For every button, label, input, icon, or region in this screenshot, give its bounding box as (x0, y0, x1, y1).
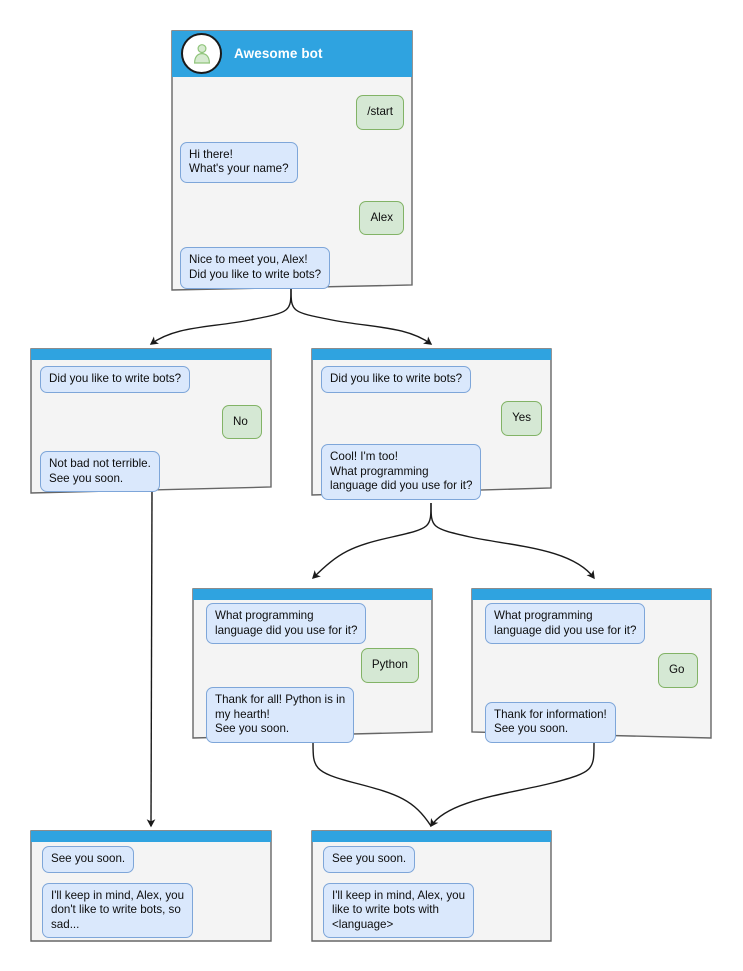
edge-python-to-end-happy (312, 741, 432, 827)
chat-row: /start (180, 95, 404, 130)
chat-row: See you soon. (323, 846, 542, 873)
node-go-branch[interactable]: What programming language did you use fo… (471, 588, 712, 743)
bot-message-bubble[interactable]: What programming language did you use fo… (206, 603, 367, 645)
chat-row: See you soon. (42, 846, 262, 873)
chat-row: Did you like to write bots? (40, 366, 262, 393)
node-python-branch[interactable]: What programming language did you use fo… (192, 588, 433, 743)
node-end-happy[interactable]: See you soon. I'll keep in mind, Alex, y… (311, 830, 552, 942)
chat-row: I'll keep in mind, Alex, you like to wri… (323, 882, 542, 939)
bot-message-bubble[interactable]: Did you like to write bots? (321, 366, 472, 393)
user-message-bubble[interactable]: Go (658, 653, 698, 688)
person-avatar-icon (181, 32, 222, 74)
user-message-bubble[interactable]: No (222, 404, 262, 440)
bot-message-bubble[interactable]: Did you like to write bots? (40, 366, 191, 393)
node-no-branch[interactable]: Did you like to write bots? No Not bad n… (30, 348, 272, 498)
bot-message-bubble[interactable]: Thank for all! Python is in my hearth! S… (206, 687, 355, 743)
chat-row: Go (485, 653, 698, 688)
chat-row: Yes (321, 401, 542, 436)
user-message-bubble[interactable]: Alex (359, 200, 404, 236)
node-root-chat: /start Hi there! What's your name? Alex … (170, 77, 414, 291)
chat-row: What programming language did you use fo… (485, 603, 698, 645)
node-yes-branch[interactable]: Did you like to write bots? Yes Cool! I'… (311, 348, 552, 500)
node-root[interactable]: Awesome bot /start Hi there! What's your… (170, 29, 414, 291)
chat-row: Cool! I'm too! What programming language… (321, 444, 542, 500)
bot-message-bubble[interactable]: What programming language did you use fo… (485, 603, 646, 645)
bot-message-bubble[interactable]: Cool! I'm too! What programming language… (321, 444, 482, 500)
chat-row: Not bad not terrible. See you soon. (40, 451, 262, 493)
chat-row: No (40, 404, 262, 440)
bot-message-bubble[interactable]: See you soon. (323, 846, 416, 873)
chat-row: Nice to meet you, Alex! Did you like to … (180, 247, 404, 289)
node-root-title: Awesome bot (234, 45, 323, 61)
node-end-happy-chat: See you soon. I'll keep in mind, Alex, y… (311, 842, 552, 942)
bot-message-bubble[interactable]: Nice to meet you, Alex! Did you like to … (180, 247, 331, 289)
chat-row: Alex (180, 200, 404, 236)
bot-message-bubble[interactable]: Thank for information! See you soon. (485, 701, 616, 743)
user-message-bubble[interactable]: Yes (501, 401, 542, 436)
edge-root-to-no (149, 287, 292, 345)
node-end-sad[interactable]: See you soon. I'll keep in mind, Alex, y… (30, 830, 272, 942)
chat-row: Did you like to write bots? (321, 366, 542, 393)
chat-row: I'll keep in mind, Alex, you don't like … (42, 882, 262, 939)
edge-go-to-end-happy (430, 742, 595, 828)
bot-message-bubble[interactable]: Not bad not terrible. See you soon. (40, 451, 160, 493)
bot-message-bubble[interactable]: See you soon. (42, 846, 135, 873)
user-message-bubble[interactable]: /start (356, 95, 404, 130)
chat-row: What programming language did you use fo… (206, 603, 419, 645)
node-root-titlebar: Awesome bot (170, 29, 414, 77)
bot-message-bubble[interactable]: I'll keep in mind, Alex, you like to wri… (323, 882, 475, 939)
chat-row: Thank for information! See you soon. (485, 701, 698, 743)
chat-row: Hi there! What's your name? (180, 141, 404, 183)
node-no-branch-chat: Did you like to write bots? No Not bad n… (30, 360, 272, 498)
node-yes-branch-chat: Did you like to write bots? Yes Cool! I'… (311, 360, 552, 500)
user-message-bubble[interactable]: Python (360, 648, 419, 683)
node-end-sad-chat: See you soon. I'll keep in mind, Alex, y… (30, 842, 272, 942)
node-go-branch-chat: What programming language did you use fo… (471, 600, 712, 743)
edge-root-to-yes (290, 287, 433, 345)
chat-row: Python (206, 648, 419, 683)
edge-yes-to-go (430, 502, 595, 580)
edge-yes-to-python (312, 502, 432, 579)
bot-message-bubble[interactable]: I'll keep in mind, Alex, you don't like … (42, 882, 194, 939)
node-python-branch-chat: What programming language did you use fo… (192, 600, 433, 743)
edge-no-to-end-sad (146, 491, 156, 828)
chat-row: Thank for all! Python is in my hearth! S… (206, 687, 419, 743)
bot-message-bubble[interactable]: Hi there! What's your name? (180, 141, 298, 183)
